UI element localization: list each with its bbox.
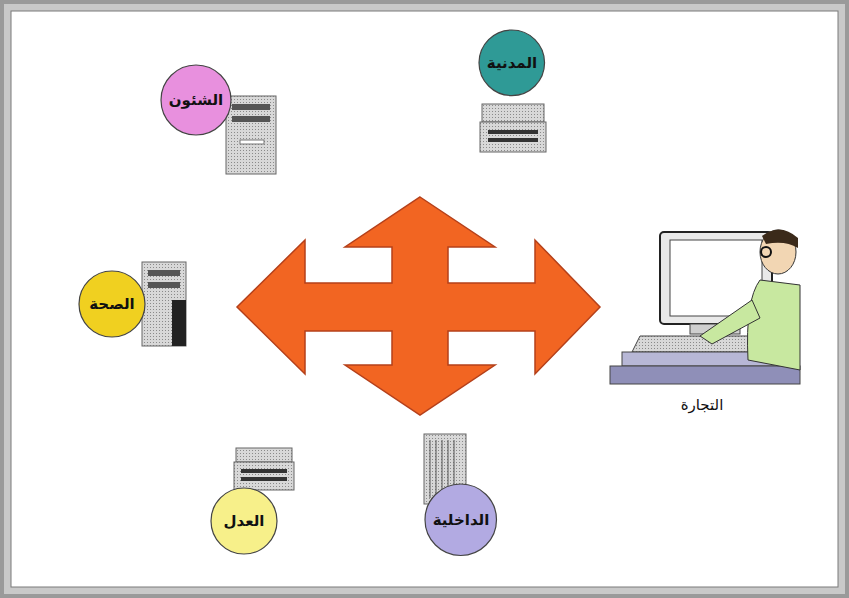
node-label: العدل: [224, 512, 265, 530]
circle-shape: [479, 30, 545, 96]
system-circle: الصحة: [78, 270, 146, 338]
system-circle: المدنية: [478, 29, 546, 97]
person-at-computer: [610, 229, 800, 384]
desktop-computer: [480, 104, 546, 152]
circle-shape: [161, 65, 231, 135]
system-circle: العدل: [210, 487, 278, 555]
frame-panel: [11, 11, 838, 587]
node-label: المدنية: [487, 54, 537, 72]
frame-bevel: [4, 4, 845, 594]
node-label: الداخلية: [433, 511, 490, 529]
system-circle: الشئون: [160, 64, 232, 136]
tower-computer: [226, 96, 276, 174]
desktop-computer: [234, 448, 294, 490]
system-circle: الداخلية: [424, 483, 497, 556]
tower-computer: [142, 262, 186, 346]
circle-shape: [425, 484, 496, 555]
node-label: الصحة: [89, 295, 134, 313]
circle-shape: [79, 271, 145, 337]
caption-label: التجارة: [681, 396, 724, 414]
circle-shape: [211, 488, 277, 554]
node-label: الشئون: [169, 91, 223, 109]
four-way-arrow: [237, 197, 600, 415]
